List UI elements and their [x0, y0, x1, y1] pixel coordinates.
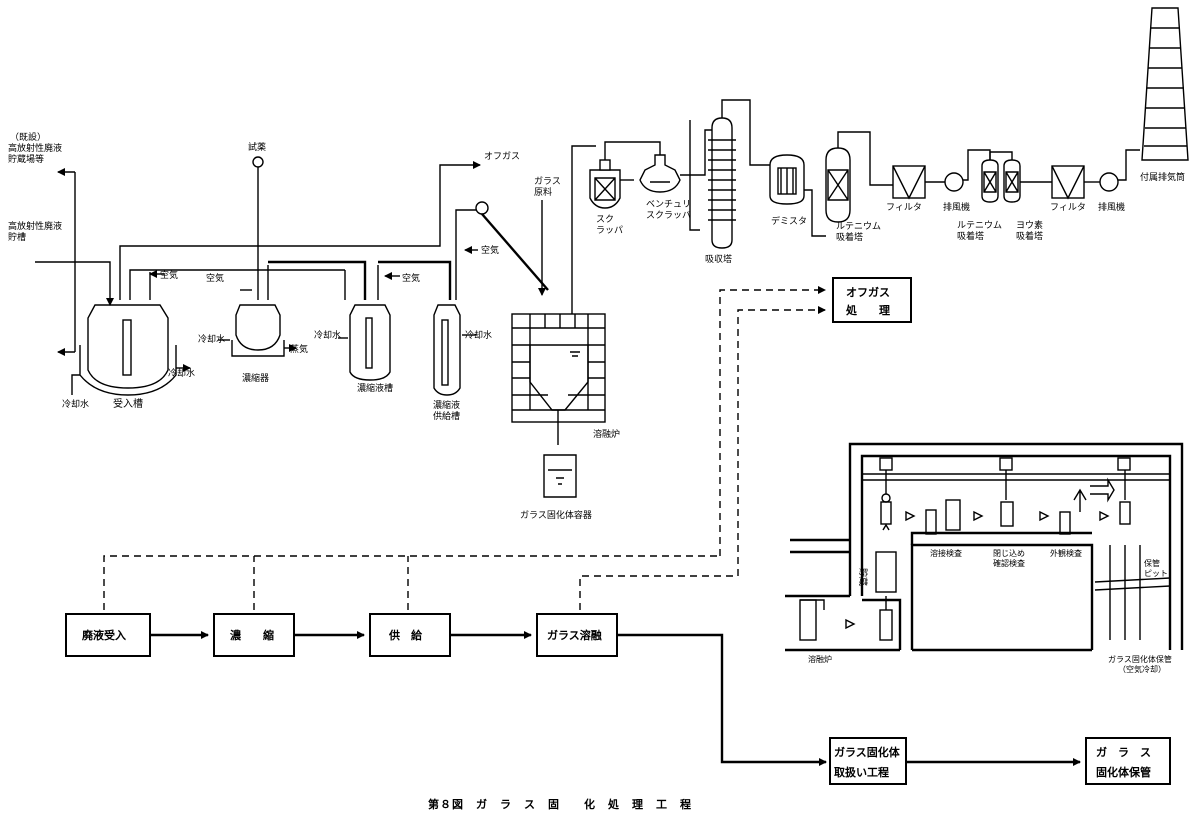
label-feed-tank-2: 供給槽	[433, 410, 460, 422]
label-air-2: 空気	[206, 272, 224, 284]
flow-storage-2: 固化体保管	[1096, 765, 1151, 779]
filter-1	[892, 165, 945, 200]
handling-facility	[785, 442, 1184, 652]
label-ru-absorber2-1: ルテニウム	[957, 220, 1002, 231]
label-pit-2: ピット	[1144, 569, 1168, 578]
label-seal-inspect-2: 確認検査	[993, 558, 1025, 568]
label-cooling-water-1: 冷却水	[168, 367, 195, 379]
label-receiving-tank: 受入槽	[113, 397, 143, 410]
absorber-tower	[689, 99, 770, 249]
blower-1	[944, 149, 991, 192]
label-cooling-water-5: 冷却水	[465, 329, 492, 341]
label-demister: デミスタ	[771, 215, 807, 227]
label-glass-raw-1: ガラス	[534, 176, 561, 187]
label-venturi-2: スクラッバ	[646, 210, 691, 221]
label-storage-existing-2: 高放射性廃液	[8, 142, 62, 154]
label-cooling-water-3: 冷却水	[198, 333, 225, 345]
offgas-box-label-1: オフガス	[846, 285, 890, 299]
label-ru-absorber-2: 吸着塔	[836, 231, 863, 243]
scrubber	[589, 141, 661, 209]
blower-2	[1099, 149, 1140, 192]
label-melter: 溶融炉	[593, 428, 620, 440]
label-blower-2: 排風機	[1098, 201, 1125, 213]
flow-concentrate: 濃 縮	[230, 628, 274, 642]
flow-handling-1: ガラス固化体	[834, 745, 901, 759]
label-ru-absorber2-2: 吸着塔	[957, 230, 984, 242]
dashed-offgas-lines	[103, 286, 826, 610]
label-glass-container: ガラス固化体容器	[520, 509, 592, 521]
label-glass-raw-2: 原料	[534, 186, 552, 198]
label-air-1: 空気	[160, 269, 178, 281]
concentrator	[218, 265, 297, 357]
ru-absorber-1	[825, 131, 893, 223]
label-conc-tank: 濃縮液槽	[357, 382, 393, 394]
label-storage-existing-1: （既設）	[10, 131, 46, 143]
label-filter-2: フィルタ	[1050, 202, 1086, 213]
label-feed-tank-1: 濃縮液	[433, 399, 460, 411]
conc-line-2	[378, 260, 452, 300]
reagent-valve	[252, 156, 264, 168]
glass-container	[543, 454, 577, 498]
block-flow	[65, 613, 1171, 785]
label-iodine-absorber-2: 吸着塔	[1016, 230, 1043, 242]
label-offgas: オフガス	[484, 151, 520, 162]
feed-line	[481, 213, 549, 291]
label-visual-inspect: 外観検査	[1050, 548, 1082, 558]
flow-receive: 廃液受入	[82, 628, 126, 642]
venturi-scrubber	[639, 129, 712, 193]
label-air-4: 空気	[481, 244, 499, 256]
exhaust-stack	[1141, 7, 1189, 161]
label-iodine-absorber-1: ヨウ素	[1016, 219, 1043, 231]
label-filter-1: フィルタ	[886, 202, 922, 213]
label-ru-absorber-1: ルテニウム	[836, 221, 881, 232]
iodine-absorber	[1003, 159, 1052, 203]
receiving-tank	[71, 270, 191, 396]
ru-absorber-2	[981, 151, 1013, 203]
feed-pump	[475, 201, 489, 215]
label-reagent: 試薬	[248, 141, 266, 153]
offgas-box-label-2: 処 理	[845, 303, 890, 317]
label-storage-inside: 貯蔵	[857, 568, 869, 586]
label-weld-inspect: 溶接検査	[930, 548, 962, 558]
filter-2	[1051, 165, 1100, 200]
figure-caption: 第８図 ガ ラ ス 固 化 処 理 工 程	[428, 797, 692, 811]
label-venturi-1: ベンチュリ	[646, 199, 691, 210]
label-scrubber-1: スク	[596, 214, 614, 225]
flow-melt: ガラス溶融	[547, 628, 602, 642]
label-blower-1: 排風機	[943, 201, 970, 213]
flow-storage-1: ガ ラ ス	[1096, 745, 1151, 759]
label-melter-area: 溶融炉	[808, 654, 832, 664]
label-hlw-storage-2: 貯槽	[8, 231, 26, 243]
demister	[769, 154, 826, 237]
label-glass-storage-1: ガラス固化体保管	[1108, 654, 1172, 664]
label-steam: 蒸気	[290, 343, 308, 355]
label-absorber: 吸収塔	[705, 253, 732, 265]
label-cooling-water-2: 冷却水	[62, 398, 89, 410]
flow-supply: 供 給	[388, 628, 423, 642]
label-pit-1: 保管	[1144, 558, 1160, 568]
label-scrubber-2: ラッパ	[596, 225, 623, 236]
feed-tank	[433, 209, 478, 396]
label-seal-inspect-1: 閉じ込め	[993, 549, 1025, 558]
conc-tank	[338, 265, 400, 381]
label-cooling-water-4: 冷却水	[314, 329, 341, 341]
label-glass-storage-2: （空気冷却）	[1118, 664, 1166, 674]
conc-line-1	[268, 260, 367, 300]
offgas-treatment-box	[832, 277, 912, 323]
label-hlw-storage-1: 高放射性廃液	[8, 220, 62, 232]
inlet-lines	[35, 161, 481, 356]
label-concentrator: 濃縮器	[242, 372, 269, 384]
label-storage-existing-3: 貯蔵場等	[8, 153, 44, 165]
label-stack: 付属排気筒	[1140, 171, 1185, 183]
melter	[511, 145, 606, 445]
label-air-3: 空気	[402, 272, 420, 284]
flow-handling-2: 取扱い工程	[834, 765, 889, 779]
